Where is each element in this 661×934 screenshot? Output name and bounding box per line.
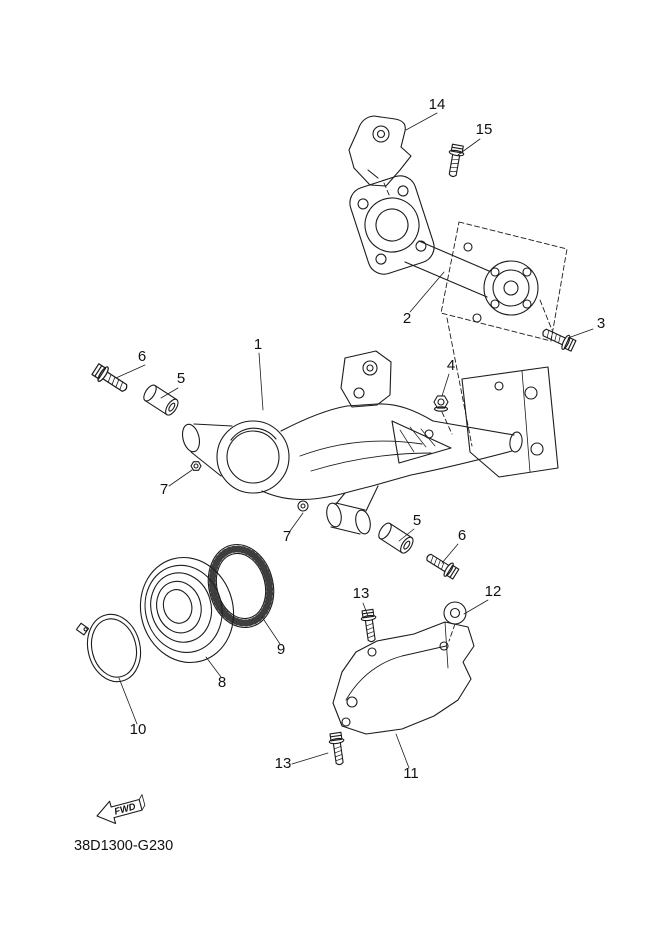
callout-7-right[interactable]: 7 [283,528,291,545]
callout-14[interactable]: 14 [429,96,446,113]
callout-11[interactable]: 11 [403,765,419,782]
fwd-arrow: FWD [96,794,146,825]
part-4-nut [433,395,449,412]
part-13-bolt-bottom [327,731,348,767]
callout-3[interactable]: 3 [597,315,605,332]
part-15-bolt [444,143,466,179]
part-13-bolt-top [359,608,380,644]
part-3-bolt [539,324,578,354]
callout-6-left[interactable]: 6 [138,348,146,365]
part-6-bolt-right [422,549,461,582]
callout-5-right[interactable]: 5 [413,512,421,529]
part-9-band [207,543,275,629]
part-11-guard [332,621,475,735]
callout-13-bottom[interactable]: 13 [275,755,292,772]
part-1-rear-arm [181,350,523,535]
callout-13-top[interactable]: 13 [353,585,370,602]
callout-7-left[interactable]: 7 [160,481,168,498]
frame-bracket-plate [461,366,559,478]
diagram-code: 38D1300-G230 [74,838,173,854]
part-14-bracket [348,115,412,187]
callout-6-right[interactable]: 6 [458,527,466,544]
callout-10[interactable]: 10 [130,721,147,738]
part-2-axle-housing [349,175,539,323]
part-5-bushing-right [378,522,414,554]
callout-15[interactable]: 15 [476,121,493,138]
part-10-clamp [75,613,142,683]
callout-12[interactable]: 12 [485,583,502,600]
callout-5-left[interactable]: 5 [177,370,185,387]
part-7-screw-right [297,500,309,512]
leader-lines [115,112,594,769]
construction-lines [383,182,568,642]
part-7-nut-left [190,461,202,471]
fwd-label: FWD [113,801,137,817]
part-6-bolt-left [90,361,132,397]
callout-9[interactable]: 9 [277,641,285,658]
callout-1[interactable]: 1 [254,336,262,353]
callout-8[interactable]: 8 [218,674,226,691]
part-12-grommet [443,601,467,625]
part-5-bushing-left [143,384,179,416]
callout-4[interactable]: 4 [447,357,455,374]
part-8-boot [139,556,235,664]
callout-2[interactable]: 2 [403,310,411,327]
